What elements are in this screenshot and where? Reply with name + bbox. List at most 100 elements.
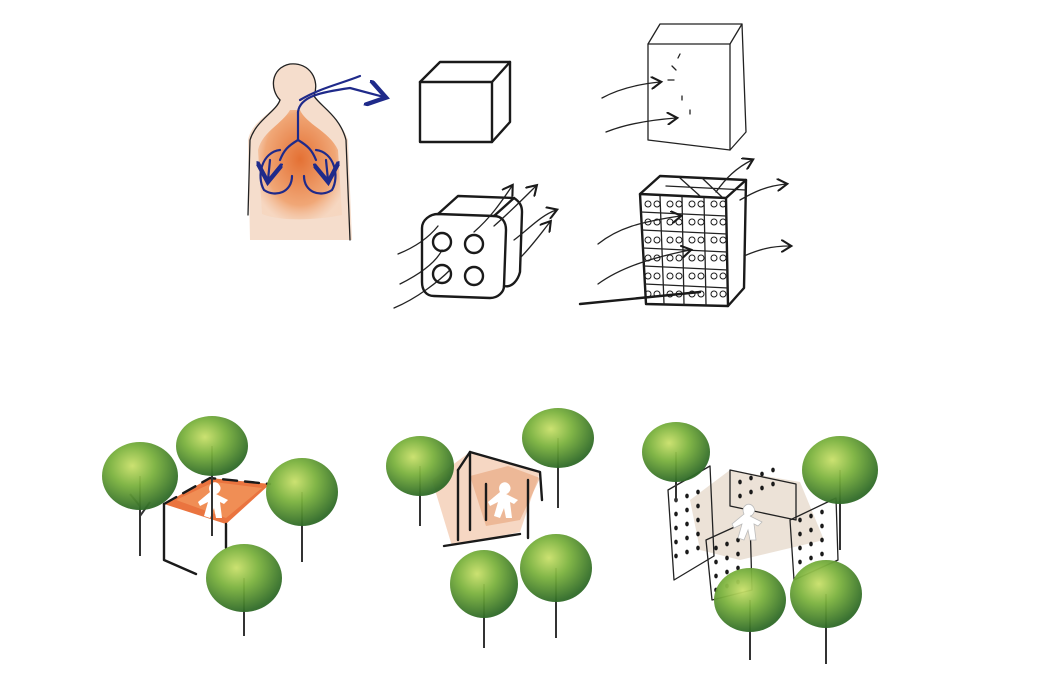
walled-courtyard-icon <box>386 408 594 648</box>
perforation-dot <box>653 218 661 226</box>
perforation-dot <box>719 218 727 226</box>
perforation-dot <box>697 236 705 244</box>
perforation-dot <box>675 200 683 208</box>
perforation-dot <box>798 545 802 551</box>
perforation-dot <box>710 290 718 298</box>
perforation-dot <box>714 545 718 551</box>
tree-icon <box>802 436 878 550</box>
perforation-dot <box>685 535 689 541</box>
perforation-dot <box>809 513 813 519</box>
perforation-dot <box>725 555 729 561</box>
tree-icon <box>102 442 178 556</box>
perforation-dot <box>710 218 718 226</box>
tree-icon <box>450 550 518 648</box>
perforation-dot <box>719 200 727 208</box>
perforation-dot <box>674 553 678 559</box>
perforation-dot <box>653 200 661 208</box>
perforation-dot <box>644 236 652 244</box>
perforation-dot <box>719 290 727 298</box>
perforation-dot <box>696 545 700 551</box>
perforation-dot <box>674 539 678 545</box>
perforation-dot <box>697 200 705 208</box>
perforation-dot <box>710 272 718 280</box>
perforation-dot <box>674 525 678 531</box>
perforation-dot <box>719 236 727 244</box>
tree-icon <box>176 416 248 536</box>
perforation-dot <box>771 467 775 473</box>
perforation-dot <box>736 565 740 571</box>
tree-icon <box>206 544 282 636</box>
perforation-dot <box>653 254 661 262</box>
perforation-dot <box>675 272 683 280</box>
perforation-dot <box>714 559 718 565</box>
perforation-dot <box>653 272 661 280</box>
perforation-dot <box>760 471 764 477</box>
perforation-dot <box>644 200 652 208</box>
perforation-dot <box>719 254 727 262</box>
perforation-dot <box>710 254 718 262</box>
perforation-dot <box>719 272 727 280</box>
perforation-dot <box>749 489 753 495</box>
tree-icon <box>520 534 592 638</box>
lungs-breathing-icon <box>247 63 384 241</box>
perforation-dot <box>644 272 652 280</box>
perforation-dot <box>725 569 729 575</box>
perforation-dot <box>666 218 674 226</box>
perforation-dot <box>666 254 674 262</box>
perforated-cube-icon <box>393 186 556 309</box>
perforated-wall-courtyard-icon <box>642 422 878 664</box>
perforated-block-airflow-through-icon <box>578 160 790 308</box>
perforation-dot <box>809 555 813 561</box>
perforation-dot <box>688 236 696 244</box>
perforation-dot <box>697 254 705 262</box>
perforation-dot <box>685 521 689 527</box>
perforation-dot <box>697 290 705 298</box>
perforation-dot <box>820 537 824 543</box>
perforation-dot <box>798 517 802 523</box>
perforation-dot <box>674 511 678 517</box>
perforation-dot <box>736 537 740 543</box>
perforation-dot <box>653 236 661 244</box>
perforation-dot <box>738 479 742 485</box>
perforation-dot <box>696 503 700 509</box>
perforation-dot <box>675 236 683 244</box>
perforation-dot <box>820 551 824 557</box>
open-courtyard-icon <box>102 416 338 636</box>
tree-icon <box>642 422 710 502</box>
perforation-dot <box>697 218 705 226</box>
perforation-dot <box>688 272 696 280</box>
tree-icon <box>790 560 862 664</box>
perforation-dot <box>688 200 696 208</box>
perforation-dot <box>685 549 689 555</box>
perforation-dot <box>809 527 813 533</box>
solid-cube-icon <box>418 60 512 144</box>
perforation-dot <box>696 531 700 537</box>
perforation-dot <box>771 481 775 487</box>
tree-icon <box>266 458 338 562</box>
tree-icon <box>714 568 786 660</box>
perforation-dot <box>666 272 674 280</box>
perforation-dot <box>696 517 700 523</box>
perforation-dot <box>738 493 742 499</box>
perforation-dot <box>714 573 718 579</box>
perforation-dot <box>685 507 689 513</box>
tree-icon <box>386 436 454 526</box>
perforation-dot <box>749 475 753 481</box>
perforation-dot <box>725 541 729 547</box>
perforation-dot <box>736 551 740 557</box>
perforation-dot <box>675 254 683 262</box>
perforation-dot <box>666 236 674 244</box>
perforation-dot <box>798 531 802 537</box>
perforation-dot <box>820 523 824 529</box>
perforation-dot <box>760 485 764 491</box>
perforation-dot <box>697 272 705 280</box>
perforation-dot <box>685 493 689 499</box>
perforation-dot <box>688 218 696 226</box>
perforation-dot <box>820 509 824 515</box>
perforation-dot <box>666 200 674 208</box>
perforation-dot <box>710 236 718 244</box>
tree-icon <box>522 408 594 508</box>
perforation-dot <box>696 489 700 495</box>
perforation-dot <box>798 559 802 565</box>
